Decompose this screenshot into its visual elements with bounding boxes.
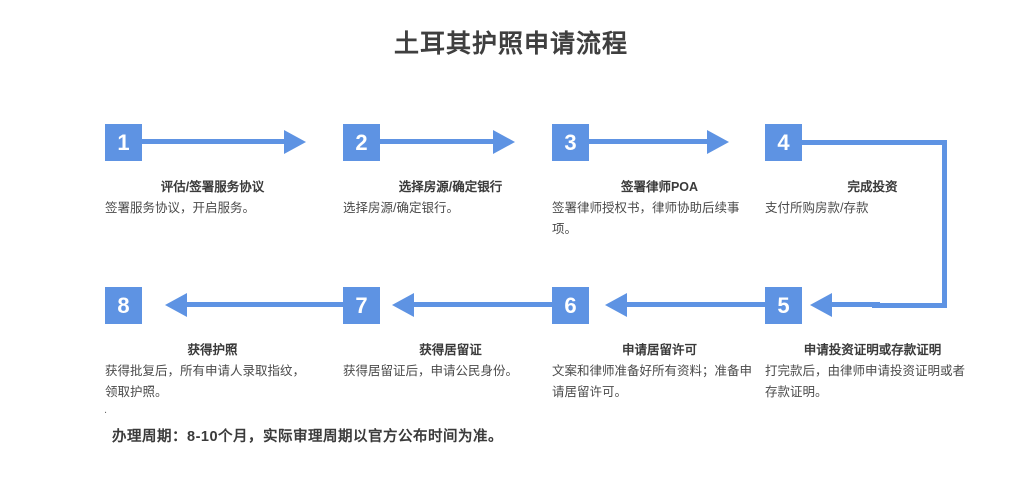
page-title: 土耳其护照申请流程 [393, 30, 628, 58]
step-5-description: 打完款后，由律师申请投资证明或者存款证明。 [765, 364, 966, 399]
step-2-title: 选择房源/确定银行 [398, 180, 503, 194]
step-2-number: 2 [343, 124, 380, 161]
step-8-title: 获得护照 [187, 343, 238, 357]
processing-period-note: 办理周期：8-10个月，实际审理周期以官方公布时间为准。 [112, 429, 504, 445]
arrow-shaft [412, 302, 552, 307]
arrow-head [493, 130, 515, 154]
arrow-step7-to-step8 [165, 293, 343, 317]
arrow-step6-to-step7 [392, 293, 552, 317]
arrow-shaft [142, 139, 287, 144]
arrow-step3-to-step4 [589, 130, 729, 154]
step-7-description: 获得居留证后，申请公民身份。 [343, 364, 519, 378]
step-5-number: 5 [765, 287, 802, 324]
connector-step4-horizontal [802, 140, 947, 145]
step-8-description: 获得批复后，所有申请人录取指纹，领取护照。 [105, 364, 306, 399]
step-5-title: 申请投资证明或存款证明 [803, 343, 942, 357]
step-3-number: 3 [552, 124, 589, 161]
arrow-step1-to-step2 [142, 130, 306, 154]
step-6-description: 文案和律师准备好所有资料；准备申请居留许可。 [552, 364, 753, 399]
arrow-head [392, 293, 414, 317]
arrow-step2-to-step3 [380, 130, 515, 154]
step-8-number: 8 [105, 287, 142, 324]
arrow-step5-to-step6 [605, 293, 765, 317]
arrow-head [284, 130, 306, 154]
stray-period-mark: . [104, 404, 108, 416]
arrow-head [605, 293, 627, 317]
step-2-description: 选择房源/确定银行。 [343, 201, 459, 215]
arrow-head [707, 130, 729, 154]
step-1-description: 签署服务协议，开启服务。 [105, 201, 256, 215]
arrow-shaft [185, 302, 343, 307]
arrow-shaft [625, 302, 765, 307]
step-6-number: 6 [552, 287, 589, 324]
step-3-title: 签署律师POA [620, 180, 699, 194]
arrow-head [165, 293, 187, 317]
step-3-description: 签署律师授权书，律师协助后续事项。 [552, 201, 740, 236]
step-1-number: 1 [105, 124, 142, 161]
step-1-title: 评估/签署服务协议 [160, 180, 265, 194]
step-4-description: 支付所购房款/存款 [765, 201, 869, 215]
arrow-shaft [380, 139, 496, 144]
arrow-connector-to-step5 [810, 293, 880, 317]
connector-into-step5-horizontal [872, 303, 947, 308]
connector-vertical [942, 140, 947, 308]
step-7-number: 7 [343, 287, 380, 324]
arrow-head [810, 293, 832, 317]
step-4-number: 4 [765, 124, 802, 161]
step-4-title: 完成投资 [847, 180, 898, 194]
arrow-shaft [830, 302, 880, 307]
step-7-title: 获得居留证 [419, 343, 482, 357]
arrow-shaft [589, 139, 710, 144]
step-6-title: 申请居留许可 [621, 343, 697, 357]
